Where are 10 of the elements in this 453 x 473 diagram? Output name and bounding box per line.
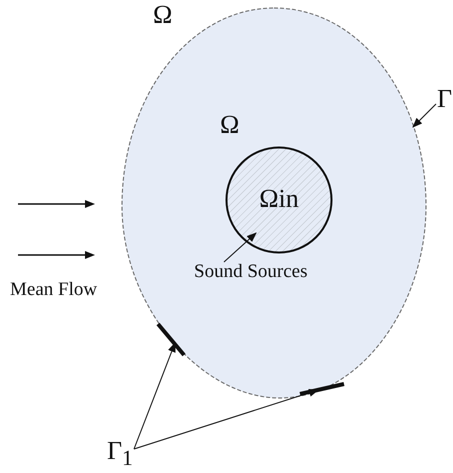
domain-label: Ω	[220, 112, 240, 138]
flow-label: Mean Flow	[10, 280, 98, 299]
leader-line	[412, 104, 436, 128]
region-label: Γ$_{1}$	[107, 438, 133, 470]
leader-line	[224, 232, 257, 262]
domain-label: Ωin	[258, 186, 300, 212]
region-label: Sound Sources	[194, 262, 308, 281]
domain-label: Ω	[153, 2, 172, 28]
region-label: Γ	[437, 86, 452, 112]
leader-line	[134, 342, 176, 450]
